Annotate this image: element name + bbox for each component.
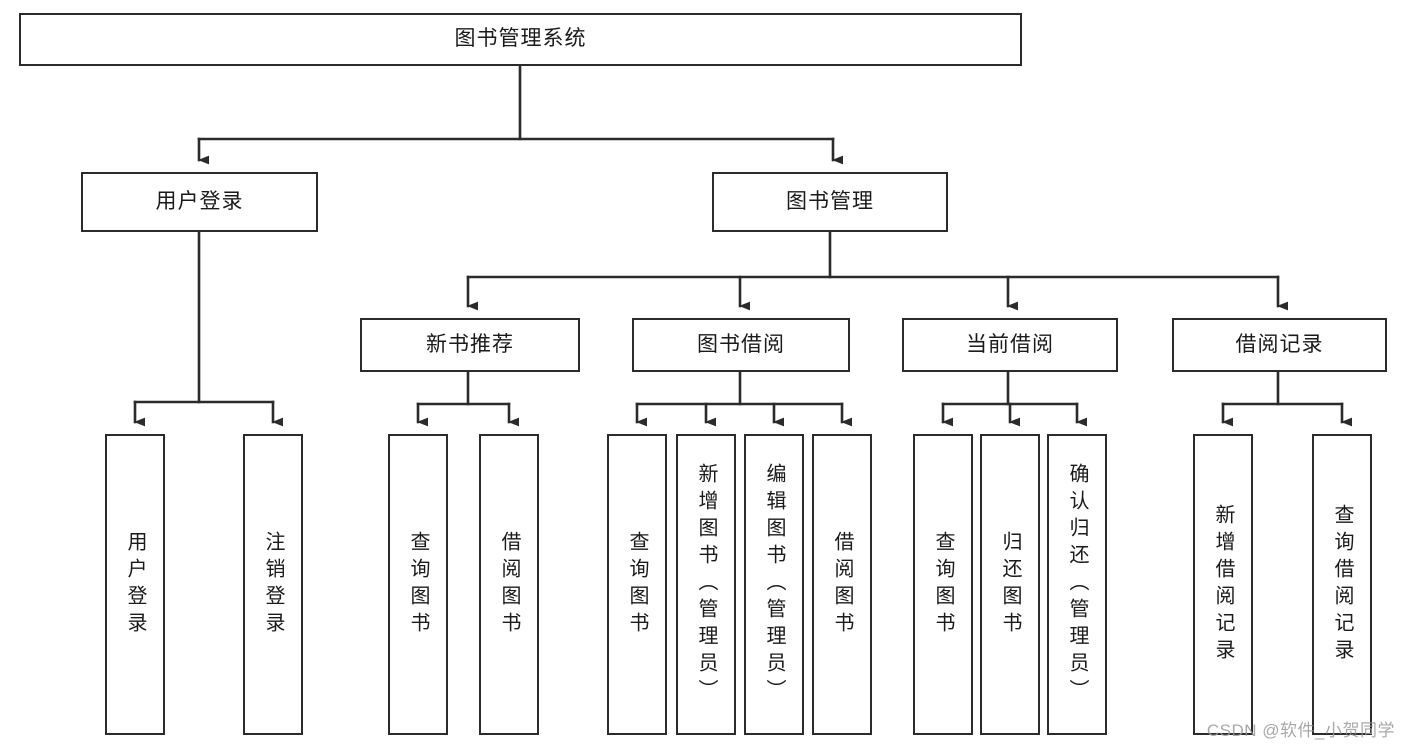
node-leaf-rec-query-label: 查询图书	[407, 530, 429, 639]
node-book-manage-label: 图书管理	[786, 189, 874, 213]
watermark: CSDN @软件_小贺同学	[1206, 721, 1395, 740]
node-leaf-cur-confirm-label: 确认归还（管理员）	[1066, 463, 1088, 706]
node-leaf-borrow-query[interactable]: 查询图书	[607, 434, 667, 735]
node-leaf-rec-borrow-label: 借阅图书	[498, 530, 520, 639]
node-book-manage[interactable]: 图书管理	[712, 172, 948, 232]
node-leaf-borrow-add-label: 新增图书（管理员）	[695, 463, 717, 706]
node-leaf-rec-borrow[interactable]: 借阅图书	[479, 434, 539, 735]
node-book-borrow-label: 图书借阅	[697, 332, 785, 356]
node-leaf-cur-confirm[interactable]: 确认归还（管理员）	[1047, 434, 1107, 735]
node-user-login[interactable]: 用户登录	[81, 172, 318, 232]
node-leaf-cur-return-label: 归还图书	[999, 530, 1021, 639]
node-borrow-record-label: 借阅记录	[1235, 332, 1324, 356]
node-borrow-record[interactable]: 借阅记录	[1172, 318, 1387, 372]
node-leaf-rec-add-label: 新增借阅记录	[1212, 503, 1234, 666]
node-book-borrow[interactable]: 图书借阅	[632, 318, 850, 372]
node-current-borrow-label: 当前借阅	[966, 332, 1054, 356]
node-leaf-borrow-add[interactable]: 新增图书（管理员）	[676, 434, 736, 735]
node-current-borrow[interactable]: 当前借阅	[902, 318, 1118, 372]
node-leaf-borrow-edit-label: 编辑图书（管理员）	[763, 463, 785, 706]
node-root-label: 图书管理系统	[454, 27, 587, 51]
node-leaf-rec-add[interactable]: 新增借阅记录	[1193, 434, 1253, 735]
node-user-login-label: 用户登录	[155, 189, 244, 213]
node-leaf-borrow-lend[interactable]: 借阅图书	[812, 434, 872, 735]
node-leaf-user-logout-label: 注销登录	[262, 530, 284, 639]
node-leaf-user-login-label: 用户登录	[124, 530, 146, 639]
node-leaf-cur-query-label: 查询图书	[932, 530, 954, 639]
node-new-book-rec-label: 新书推荐	[426, 332, 514, 356]
node-leaf-rec-query[interactable]: 查询图书	[388, 434, 448, 735]
node-leaf-user-logout[interactable]: 注销登录	[243, 434, 303, 735]
node-leaf-borrow-lend-label: 借阅图书	[831, 530, 853, 639]
node-leaf-cur-query[interactable]: 查询图书	[913, 434, 973, 735]
node-leaf-borrow-query-label: 查询图书	[626, 530, 648, 639]
node-leaf-rec-search-label: 查询借阅记录	[1331, 503, 1353, 666]
node-leaf-user-login[interactable]: 用户登录	[105, 434, 165, 735]
node-new-book-rec[interactable]: 新书推荐	[360, 318, 580, 372]
node-leaf-cur-return[interactable]: 归还图书	[980, 434, 1040, 735]
node-leaf-rec-search[interactable]: 查询借阅记录	[1312, 434, 1372, 735]
node-leaf-borrow-edit[interactable]: 编辑图书（管理员）	[744, 434, 804, 735]
node-root[interactable]: 图书管理系统	[19, 13, 1022, 66]
